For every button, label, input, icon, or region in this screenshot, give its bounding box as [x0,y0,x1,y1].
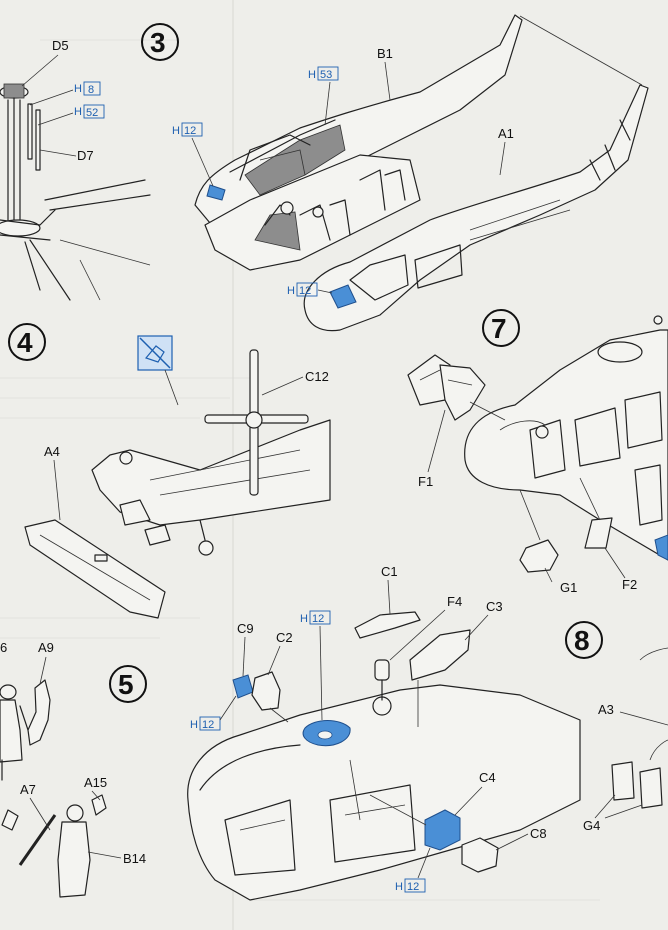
svg-text:53: 53 [320,69,332,81]
label-b1: B1 [377,46,393,61]
svg-text:12: 12 [299,285,311,297]
svg-text:H: H [190,719,198,731]
label-a4: A4 [44,444,60,459]
paint-callout-h12-canopy: H 12 [172,122,214,187]
part-g1 [519,539,559,573]
svg-text:5: 5 [118,669,134,700]
svg-text:H: H [74,83,82,95]
crew-figure-rifle [1,794,107,898]
svg-text:3: 3 [150,27,166,58]
svg-text:12: 12 [184,125,196,137]
part-c9 [232,674,254,699]
step-4-marker: 4 [8,323,46,361]
part-c1 [354,611,421,639]
label-d5: D5 [52,38,69,53]
svg-text:8: 8 [88,84,94,96]
label-c8: C8 [530,826,547,841]
label-c1: C1 [381,564,398,579]
svg-text:4: 4 [17,327,33,358]
part-c2 [251,671,281,711]
label-f1: F1 [418,474,433,489]
part-c3 [409,629,471,681]
label-c12: C12 [305,369,329,384]
label-6: 6 [0,640,7,655]
paint-area-canopy [206,184,226,201]
part-c8 [461,837,499,873]
svg-text:12: 12 [202,719,214,731]
part-g4 [611,761,663,809]
paint-callout-h8: H 8 [29,81,101,106]
label-g4: G4 [583,818,600,833]
label-f2: F2 [622,577,637,592]
step-8-marker: 8 [565,621,603,659]
label-c3: C3 [486,599,503,614]
crew-figure-left [0,684,29,781]
fuselage-step5 [187,659,581,901]
paint-callout-h52: H 52 [37,104,105,126]
part-c4 [424,809,461,851]
label-a15: A15 [84,775,107,790]
label-a1: A1 [498,126,514,141]
paint-callout-h12-step5-left: H 12 [190,695,237,731]
rotor-head-assembly [0,83,151,301]
tail-rotor-c12 [204,349,309,496]
svg-text:12: 12 [407,881,419,893]
svg-text:7: 7 [491,313,507,344]
step-7-marker: 7 [482,309,520,347]
svg-text:H: H [172,125,180,137]
part-f2 [584,517,613,549]
step-3-marker: 3 [141,23,179,61]
paint-callout-h53: H 53 [308,66,339,126]
paint-callout-h12-step5-top: H 12 [300,610,331,721]
label-c4: C4 [479,770,496,785]
stabilizer-a4 [24,519,166,619]
svg-text:12: 12 [312,613,324,625]
paint-callout-h12-nose: H 12 [287,282,333,297]
fuselage-left-half-b1 [194,14,523,236]
label-a9: A9 [38,640,54,655]
label-d7: D7 [77,148,94,163]
crew-arm-a9 [27,679,51,746]
label-a3: A3 [598,702,614,717]
fuselage-step7 [464,315,668,561]
paint-callout-h12-step5-bottom: H 12 [395,847,431,893]
part-f1 [407,354,486,421]
svg-text:H: H [287,285,295,297]
background-showthrough [0,39,600,901]
label-f4: F4 [447,594,462,609]
svg-text:8: 8 [574,625,590,656]
label-c2: C2 [276,630,293,645]
do-not-glue-icon [137,335,173,371]
guide-line-tail [519,15,643,86]
tail-boom-step4 [91,419,331,556]
svg-text:H: H [308,69,316,81]
fuselage-step8-edge [639,647,668,761]
label-g1: G1 [560,580,577,595]
step-5-marker: 5 [109,665,147,703]
fuselage-right-half-a1 [303,84,649,332]
label-b14: B14 [123,851,146,866]
svg-text:H: H [395,881,403,893]
label-c9: C9 [237,621,254,636]
svg-text:52: 52 [86,107,98,119]
label-a7: A7 [20,782,36,797]
svg-text:H: H [74,106,82,118]
cockpit-interior [204,154,421,271]
svg-text:H: H [300,613,308,625]
